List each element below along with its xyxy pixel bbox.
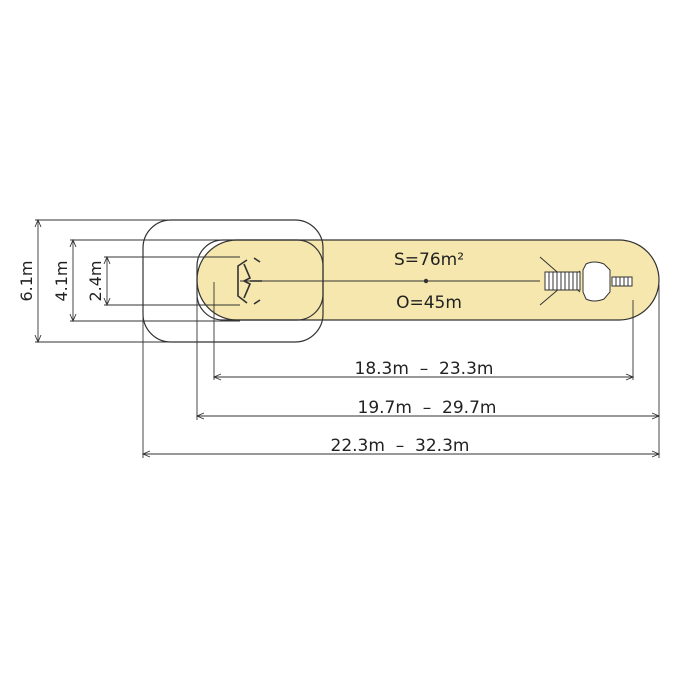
- perimeter-label: O=45m: [396, 293, 462, 313]
- dimension-label-22-3: 22.3m – 32.3m: [331, 436, 470, 456]
- dimension-label-6-1: 6.1m: [17, 260, 36, 301]
- cable-midpoint: [423, 278, 429, 284]
- horizontal-dimension-2: [195, 285, 661, 420]
- area-label: S=76m²: [394, 250, 464, 270]
- horizontal-dimension-3: [141, 290, 661, 458]
- dimension-label-19-7: 19.7m – 29.7m: [358, 398, 497, 418]
- dimension-label-4-1: 4.1m: [52, 260, 71, 301]
- dimension-label-2-4: 2.4m: [86, 260, 105, 301]
- vertical-dimension-2-4: [103, 255, 240, 307]
- vertical-dimension-4-1: [69, 238, 240, 323]
- dimension-label-18-3: 18.3m – 23.3m: [355, 359, 494, 379]
- vertical-dimension-6-1: [34, 218, 170, 344]
- zipline-platform-icon: [539, 256, 633, 306]
- zipline-end-post-icon: [237, 257, 262, 305]
- horizontal-dimension-1: [212, 282, 635, 381]
- inner-zone-outline: [196, 239, 324, 321]
